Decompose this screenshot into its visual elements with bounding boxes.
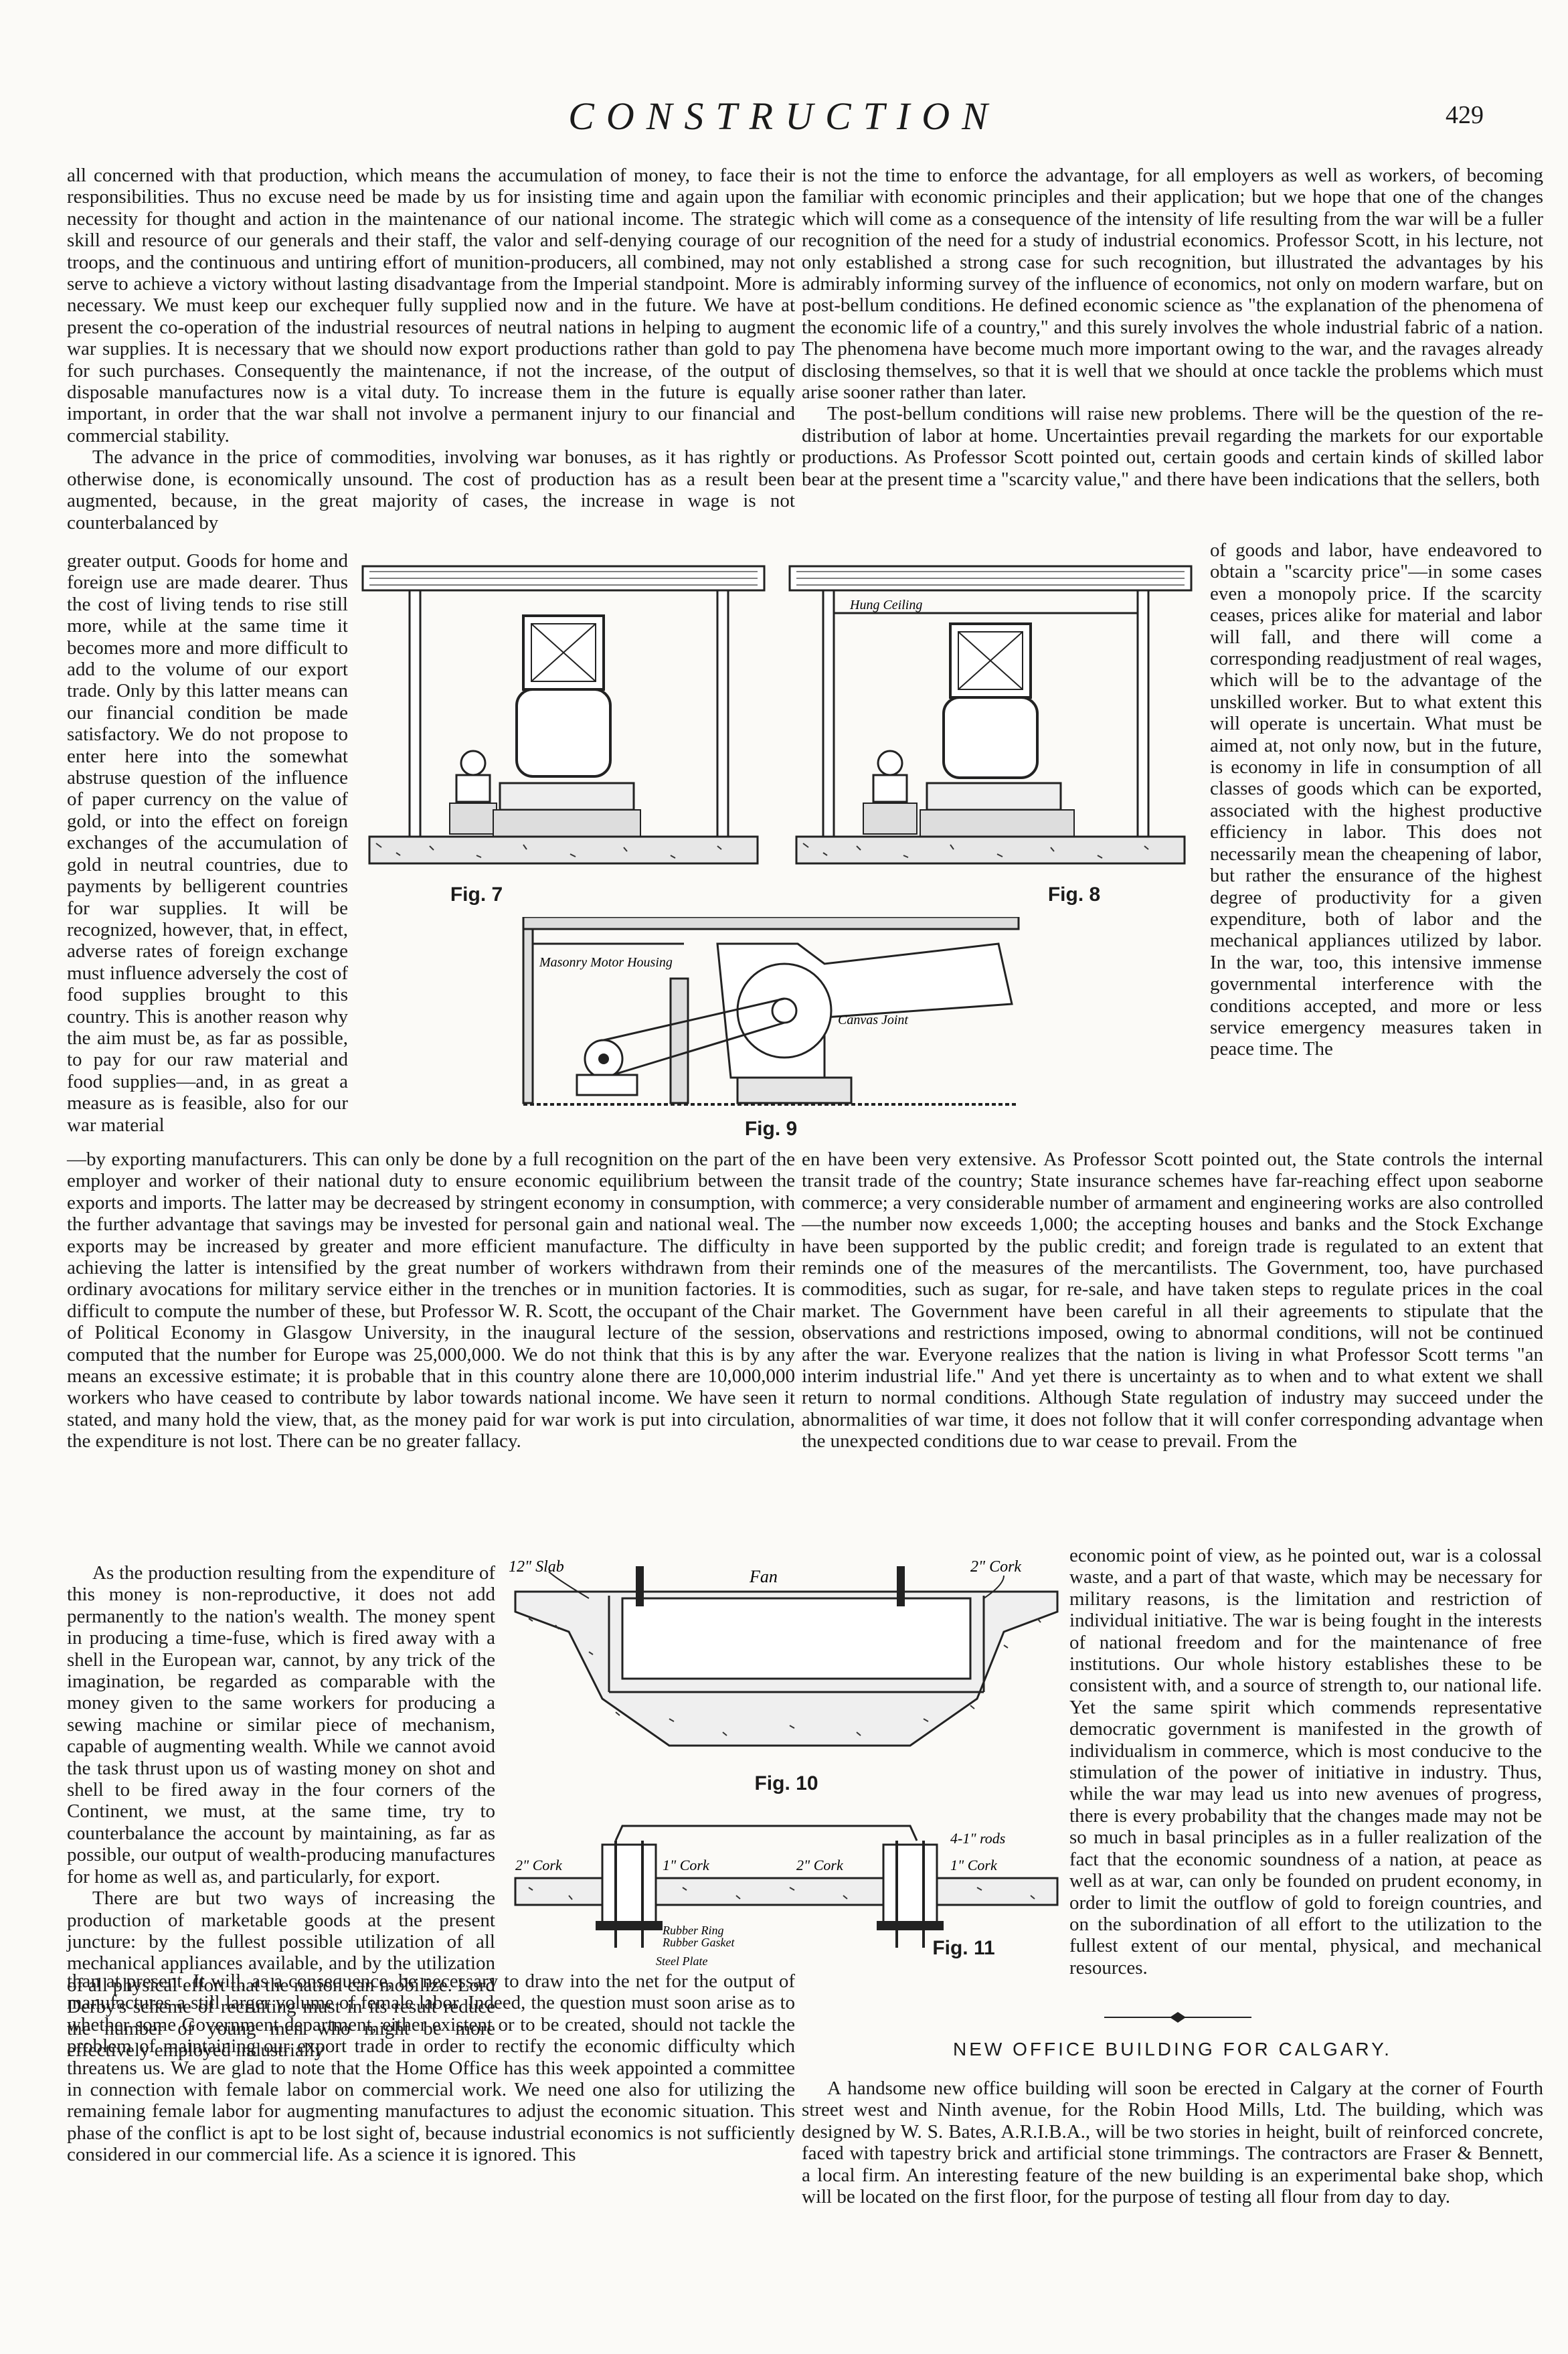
fig10-caption: Fig. 10: [754, 1772, 818, 1794]
fig11-plate-label-wrap: Steel Plate: [656, 1954, 707, 1968]
fig11-label-1cork-a: 1" Cork: [663, 1857, 710, 1873]
fig10-label-slab: 12" Slab: [509, 1558, 564, 1576]
running-header: CONSTRUCTION: [0, 94, 1568, 139]
fig7-drawing: [361, 565, 766, 865]
fig11-label-1cork-b: 1" Cork: [950, 1857, 998, 1873]
fig11-label-2cork-a: 2" Cork: [515, 1857, 563, 1873]
paragraph: —by exporting manufacturers. This can on…: [67, 1149, 795, 1452]
right-column-narrow: of goods and labor, have endeavored to o…: [1210, 539, 1542, 1060]
fig11-label-plate: Steel Plate: [656, 1954, 707, 1968]
left-column-narrow-2: As the production resulting from the exp…: [67, 1562, 495, 2061]
paragraph: There are but two ways of increasing the…: [67, 1887, 495, 2061]
fig11-label-2cork-b: 2" Cork: [796, 1857, 844, 1873]
second-article-body: A handsome new office building will soon…: [802, 2078, 1543, 2207]
fig9-drawing: Masonry Motor Housing Canvas Joint: [522, 916, 1020, 1106]
fig8-label-hung-ceiling: Hung Ceiling: [849, 598, 922, 612]
left-column-bottom: than at present. It will, as a consequen…: [67, 1970, 795, 2166]
paragraph: greater output. Goods for home and forei…: [67, 550, 348, 1136]
fig9-label-masonry: Masonry Motor Housing: [539, 955, 673, 970]
paragraph: of goods and labor, have endeavored to o…: [1210, 539, 1542, 1060]
fig9-caption: Fig. 9: [744, 1118, 798, 1140]
figure-7: Fig. 7: [356, 562, 771, 910]
running-title: CONSTRUCTION: [568, 94, 1000, 138]
fig7-caption: Fig. 7: [450, 884, 503, 906]
left-column-top: all concerned with that production, whic…: [67, 165, 795, 533]
fig11-caption: Fig. 11: [932, 1937, 995, 1959]
fig11-drawing: 4-1" rods 2" Cork 1" Cork 2" Cork 1" Cor…: [514, 1825, 1059, 1949]
paragraph: than at present. It will, as a consequen…: [67, 1970, 795, 2166]
left-column-narrow: greater output. Goods for home and forei…: [67, 550, 348, 1136]
fig8-caption: Fig. 8: [1047, 884, 1101, 906]
fig10-label-fan: Fan: [749, 1567, 778, 1586]
fig10-label-cork: 2" Cork: [970, 1558, 1021, 1576]
fig11-label-gasket: Rubber Gasket: [662, 1936, 735, 1949]
figure-8: Hung Ceiling Fig. 8: [783, 562, 1198, 910]
figure-11: 4-1" rods 2" Cork 1" Cork 2" Cork 1" Cor…: [509, 1821, 1064, 1968]
fig11-label-ring: Rubber Ring: [662, 1924, 724, 1937]
left-column-mid: —by exporting manufacturers. This can on…: [67, 1149, 795, 1452]
section-ornament: [1104, 2012, 1251, 2023]
right-column-narrow-2: economic point of view, as he pointed ou…: [1069, 1545, 1542, 1979]
right-column-top: is not the time to enforce the advantage…: [802, 165, 1543, 490]
figure-10: 12" Slab Fan 2" Cork Fig. 10: [509, 1551, 1064, 1806]
figure-9: Masonry Motor Housing Canvas Joint Fig. …: [517, 916, 1025, 1145]
second-article-title: NEW OFFICE BUILDING FOR CALGARY.: [953, 2039, 1392, 2059]
right-column-mid: en have been very extensive. As Professo…: [802, 1149, 1543, 1452]
fig9-label-canvas: Canvas Joint: [838, 1013, 908, 1027]
paragraph: en have been very extensive. As Professo…: [802, 1149, 1543, 1452]
paragraph: is not the time to enforce the advantage…: [802, 165, 1543, 404]
paragraph: A handsome new office building will soon…: [802, 2078, 1543, 2208]
paragraph: As the production resulting from the exp…: [67, 1562, 495, 1887]
fig8-drawing: Hung Ceiling: [788, 565, 1193, 865]
paragraph: The advance in the price of commodities,…: [67, 446, 795, 533]
paragraph: economic point of view, as he pointed ou…: [1069, 1545, 1542, 1979]
paragraph: all concerned with that production, whic…: [67, 165, 795, 446]
paragraph: The post-bellum conditions will raise ne…: [802, 403, 1543, 490]
page-number: 429: [1446, 101, 1484, 129]
fig10-drawing: 12" Slab Fan 2" Cork: [509, 1558, 1059, 1747]
fig11-label-rods: 4-1" rods: [950, 1830, 1005, 1847]
